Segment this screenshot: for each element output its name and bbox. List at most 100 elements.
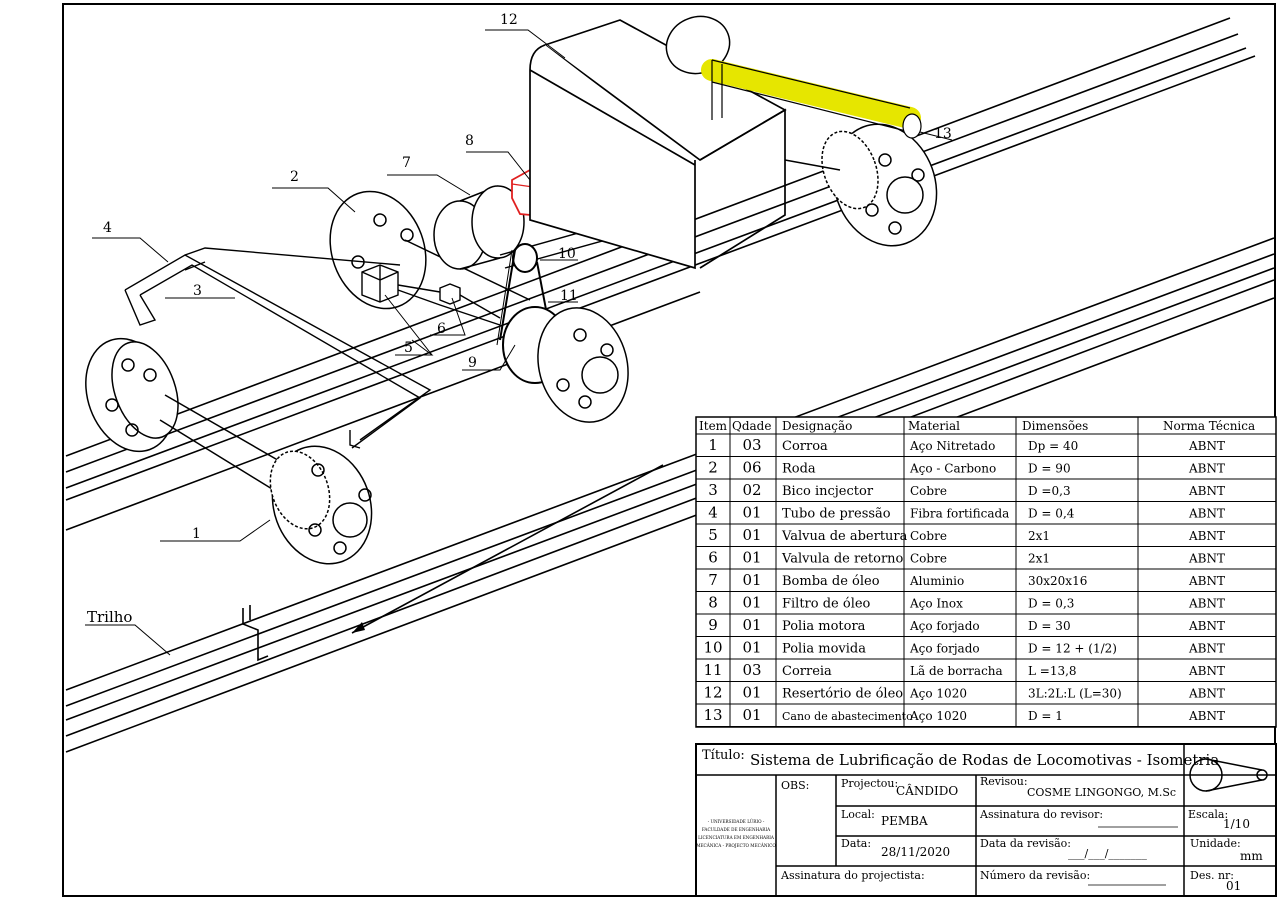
- bom-cell: D = 30: [1028, 619, 1071, 633]
- bom-cell: Aço Nitretado: [909, 439, 995, 453]
- bom-cell: Polia movida: [782, 642, 866, 657]
- bom-cell: 01: [742, 594, 761, 612]
- institution-line: LICENCIATURA EM ENGENHARIA: [698, 835, 775, 840]
- callout-12: 12: [500, 12, 518, 28]
- oil-pump: [433, 185, 525, 270]
- title-block: Título: Sistema de Lubrificação de Rodas…: [695, 743, 1277, 897]
- bom-cell: Aço 1020: [909, 687, 967, 701]
- des-label: Des. nr:: [1190, 869, 1234, 882]
- bom-cell: ABNT: [1188, 619, 1225, 633]
- oil-reservoir: [529, 19, 787, 270]
- bom-cell: Tubo de pressão: [782, 507, 891, 522]
- callout-10: 10: [558, 246, 576, 262]
- bom-cell: 01: [742, 684, 761, 702]
- bom-header: Norma Técnica: [1163, 419, 1255, 433]
- callout-3: 3: [193, 283, 202, 299]
- bom-cell: ABNT: [1188, 664, 1225, 678]
- bom-cell: 10: [703, 639, 722, 657]
- bom-cell: 01: [742, 616, 761, 634]
- bom-cell: ABNT: [1188, 529, 1225, 543]
- institution-line: - UNIVERSIDADE LÚRIO -: [708, 819, 765, 824]
- projectou-value: CÂNDIDO: [896, 783, 958, 798]
- bom-cell: Polia motora: [782, 619, 866, 634]
- bom-cell: Aluminio: [909, 574, 964, 588]
- bom-cell: 06: [742, 459, 761, 477]
- local-label: Local:: [841, 808, 875, 821]
- bom-cell: 01: [742, 639, 761, 657]
- rear-wheelset: [665, 15, 938, 247]
- bom-cell: 11: [703, 661, 722, 679]
- callout-rail: Trilho: [87, 608, 132, 626]
- callout-13: 13: [934, 126, 952, 142]
- bom-cell: Aço - Carbono: [909, 462, 996, 476]
- bom-cell: 3: [708, 481, 718, 499]
- supply-pipe: [701, 59, 922, 139]
- bom-cell: Cano de abastecimento: [782, 710, 913, 723]
- callout-11: 11: [560, 288, 578, 304]
- bom-cell: Fibra fortificada: [910, 507, 1009, 521]
- front-wheelset: [85, 337, 373, 565]
- unidade-value: mm: [1240, 849, 1263, 863]
- data-revisao-label: Data da revisão:: [980, 837, 1071, 850]
- bom-cell: ABNT: [1188, 597, 1225, 611]
- bom-cell: Valvua de abertura: [781, 529, 908, 544]
- bom-cell: D = 0,4: [1028, 507, 1075, 521]
- bom-header: Material: [908, 419, 960, 433]
- bom-cell: ABNT: [1188, 462, 1225, 476]
- drive-wheel: [537, 307, 629, 423]
- callout-2: 2: [290, 169, 299, 185]
- bom-cell: ABNT: [1188, 507, 1225, 521]
- bom-cell: 3L:2L:L (L=30): [1028, 687, 1122, 701]
- bom-cell: Aço Inox: [909, 597, 963, 611]
- bom-cell: 12: [703, 684, 722, 702]
- escala-value: 1/10: [1223, 817, 1250, 831]
- rail-track: [65, 17, 1275, 753]
- projectou-label: Projectou:: [841, 777, 898, 790]
- bom-cell: 6: [708, 549, 718, 567]
- isometric-drawing: [65, 15, 1275, 753]
- callout-8: 8: [465, 133, 474, 149]
- bom-cell: L =13,8: [1028, 664, 1077, 678]
- bom-cell: Lã de borracha: [910, 664, 1003, 678]
- data-revisao-value: ___/___/_______: [1068, 847, 1147, 860]
- unidade-label: Unidade:: [1190, 837, 1241, 850]
- bom-cell: 30x20x16: [1028, 574, 1087, 588]
- bom-cell: Filtro de óleo: [782, 597, 871, 612]
- valves: [361, 264, 501, 326]
- bom-cell: Corroa: [782, 439, 828, 454]
- bom-cell: D = 12 + (1/2): [1028, 642, 1117, 656]
- data-label: Data:: [841, 837, 871, 850]
- bom-cell: 01: [742, 549, 761, 567]
- projectista-signature-label: Assinatura do projectista:: [780, 869, 925, 882]
- bom-cell: Aço forjado: [909, 642, 980, 656]
- belt-symbol: [1189, 758, 1268, 792]
- callout-9: 9: [468, 355, 477, 371]
- bom-cell: 01: [742, 526, 761, 544]
- des-value: 01: [1226, 879, 1241, 893]
- bom-cell: 7: [708, 571, 718, 589]
- revisor-signature-label: Assinatura do revisor:: [979, 808, 1103, 821]
- bom-cell: Cobre: [910, 484, 947, 498]
- bom-cell: 4: [708, 504, 718, 522]
- bom-cell: 8: [708, 594, 718, 612]
- bom-cell: D = 90: [1028, 462, 1071, 476]
- bom-cell: 9: [708, 616, 718, 634]
- bom-cell: ABNT: [1188, 484, 1225, 498]
- data-value: 28/11/2020: [881, 845, 950, 859]
- title-label: Título:: [702, 748, 745, 763]
- bom-cell: Correia: [782, 664, 832, 679]
- bom-cell: 5: [708, 526, 718, 544]
- callout-1: 1: [192, 526, 201, 542]
- bom-cell: D =0,3: [1028, 484, 1071, 498]
- bom-cell: Resertório de óleo: [782, 687, 903, 702]
- callout-4: 4: [103, 220, 112, 236]
- drawing-title: Sistema de Lubrificação de Rodas de Loco…: [750, 751, 1219, 769]
- bom-cell: D = 1: [1028, 709, 1063, 723]
- bom-cell: ABNT: [1188, 687, 1225, 701]
- bom-cell: ABNT: [1188, 709, 1225, 723]
- bom-cell: 01: [742, 504, 761, 522]
- institution-line: FACULDADE DE ENGENHARIA: [702, 827, 771, 832]
- bom-cell: Valvula de retorno: [781, 552, 904, 567]
- local-value: PEMBA: [881, 814, 928, 828]
- bom-header: Item: [699, 419, 728, 433]
